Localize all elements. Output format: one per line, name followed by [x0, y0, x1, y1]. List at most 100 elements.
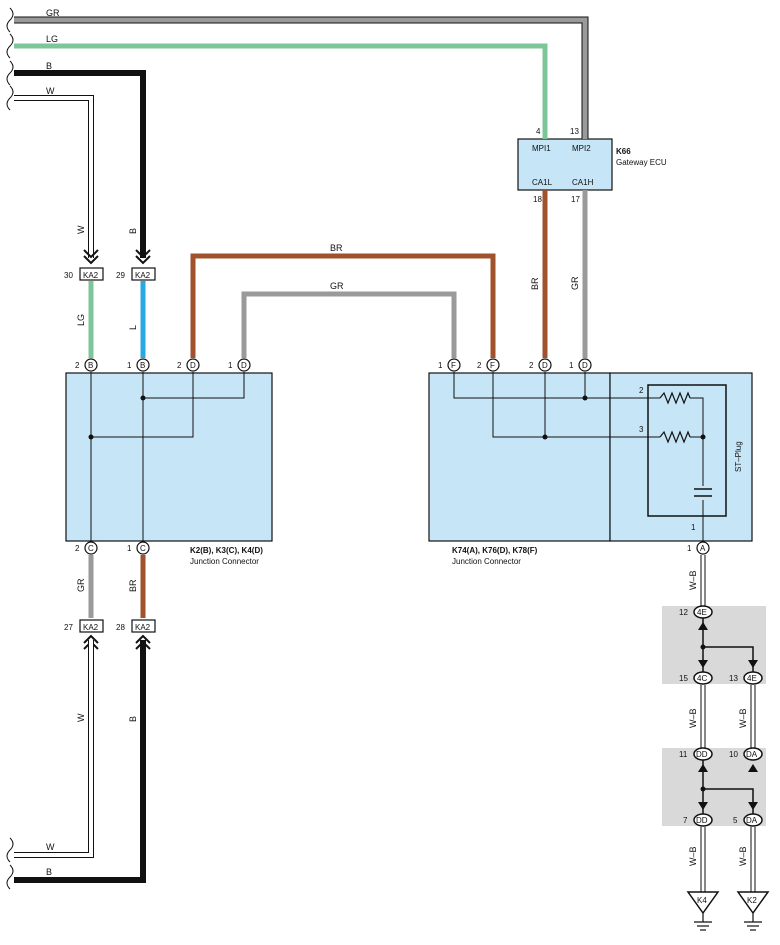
wire-label-b-bottom: B [46, 867, 52, 877]
wire-w-top [14, 95, 94, 258]
svg-text:D: D [241, 361, 247, 370]
svg-text:D: D [190, 361, 196, 370]
ground-icon [744, 913, 762, 931]
wire-b-bottom [14, 640, 146, 883]
svg-text:7: 7 [683, 816, 688, 825]
svg-text:C: C [88, 544, 94, 553]
st-plug-label: ST–Plug [734, 441, 743, 472]
gateway-pin-mpi1: MPI1 [532, 144, 551, 153]
wire-label-gr-low: GR [76, 578, 86, 592]
connector-4e-12: 4E 12 [679, 605, 713, 619]
jc-left-bottom-pins: C 2 C 1 [75, 541, 150, 555]
ka2-connector-30: KA2 30 [64, 267, 104, 281]
gateway-ecu-name: Gateway ECU [616, 158, 667, 167]
pin-2f: F 2 [477, 358, 500, 372]
pin-1c: C 1 [127, 541, 150, 555]
jc-left-top-pins: B 2 B 1 D 2 D 1 [75, 358, 251, 372]
wire-label-b-vertical: B [128, 228, 138, 234]
connector-group-d-shade [662, 748, 766, 826]
st-plug-box [609, 372, 753, 542]
svg-text:KA2: KA2 [135, 623, 151, 632]
svg-text:2: 2 [75, 544, 80, 553]
ground-k4: K4 [686, 891, 720, 931]
connector-chevron-icon [83, 249, 151, 265]
connector-da-5: DA 5 [733, 813, 763, 827]
svg-text:15: 15 [679, 674, 688, 683]
wire-label-gr-bridge: GR [330, 281, 344, 291]
jc-right-internal-wiring [453, 372, 704, 542]
wire-label-br-bridge: BR [330, 243, 343, 253]
jc-left-node-dot [140, 395, 146, 401]
pin-1d-right: D 1 [569, 358, 592, 372]
svg-text:1: 1 [569, 361, 574, 370]
st-plug-node-dot [700, 434, 706, 440]
wire-label-gr-top: GR [46, 8, 60, 18]
gateway-pin-num-17: 17 [571, 195, 580, 204]
svg-text:4E: 4E [747, 674, 757, 683]
svg-text:D: D [582, 361, 588, 370]
resistor-icon [659, 430, 691, 444]
resistor-icon [659, 391, 691, 405]
continuation-brace-icon [6, 7, 14, 890]
wire-label-br-gateway: BR [530, 277, 540, 290]
flow-arrow-icon [698, 622, 758, 810]
st-plug-inner-box [647, 384, 727, 517]
wire-br-bridge [190, 253, 496, 358]
svg-text:K2: K2 [747, 896, 757, 905]
svg-text:K4: K4 [697, 896, 707, 905]
capacitor-icon [694, 488, 712, 497]
st-plug-pin-3: 3 [639, 425, 644, 434]
wire-label-gr-gateway: GR [570, 276, 580, 290]
svg-text:2: 2 [75, 361, 80, 370]
svg-text:29: 29 [116, 271, 125, 280]
wire-lg-top [14, 43, 548, 139]
svg-text:12: 12 [679, 608, 688, 617]
gateway-ecu-id: K66 [616, 147, 631, 156]
svg-text:1: 1 [687, 544, 692, 553]
wire-label-br-low: BR [128, 579, 138, 592]
ka2-connector-27: KA2 27 [64, 619, 104, 633]
svg-text:DA: DA [746, 816, 758, 825]
svg-text:DA: DA [746, 750, 758, 759]
svg-text:B: B [140, 361, 145, 370]
svg-text:A: A [700, 544, 706, 553]
svg-text:2: 2 [529, 361, 534, 370]
wire-label-w-bottom: W [46, 842, 55, 852]
connector-da-10: DA 10 [729, 747, 763, 761]
jc-left-title: K2(B), K3(C), K4(D) [190, 546, 263, 555]
pin-1f: F 1 [438, 358, 461, 372]
wire-gr-top [14, 16, 589, 139]
jc-left-node-dot [88, 434, 94, 440]
wire-label-b-top: B [46, 61, 52, 71]
wire-label-lg-vertical: LG [76, 314, 86, 326]
svg-text:27: 27 [64, 623, 73, 632]
connector-4e-13: 4E 13 [729, 671, 763, 685]
gateway-pin-num-4: 4 [536, 127, 541, 136]
svg-text:1: 1 [127, 361, 132, 370]
pin-2b: B 2 [75, 358, 98, 372]
wire-label-lg-top: LG [46, 34, 58, 44]
st-plug-pin-2: 2 [639, 386, 644, 395]
svg-text:DD: DD [696, 750, 708, 759]
jc-right-subtitle: Junction Connector [452, 557, 521, 566]
svg-text:F: F [490, 361, 495, 370]
ka2-connector-29: KA2 29 [116, 267, 156, 281]
svg-text:D: D [542, 361, 548, 370]
jc-right-top-pins: F 1 F 2 D 2 D 1 [438, 358, 592, 372]
jc-left-subtitle: Junction Connector [190, 557, 259, 566]
jc-right-node-dot [582, 395, 588, 401]
group-node-dot [700, 644, 706, 650]
svg-text:4E: 4E [697, 608, 707, 617]
svg-text:1: 1 [228, 361, 233, 370]
jc-left-internal-wiring [90, 372, 245, 542]
connector-4c-15: 4C 15 [679, 671, 713, 685]
ground-icon [694, 913, 712, 931]
svg-text:30: 30 [64, 271, 73, 280]
svg-text:KA2: KA2 [83, 271, 99, 280]
wire-gr-bridge [241, 291, 457, 358]
svg-text:1: 1 [127, 544, 132, 553]
pin-1d: D 1 [228, 358, 251, 372]
gateway-pin-ca1l: CA1L [532, 178, 553, 187]
svg-text:10: 10 [729, 750, 738, 759]
